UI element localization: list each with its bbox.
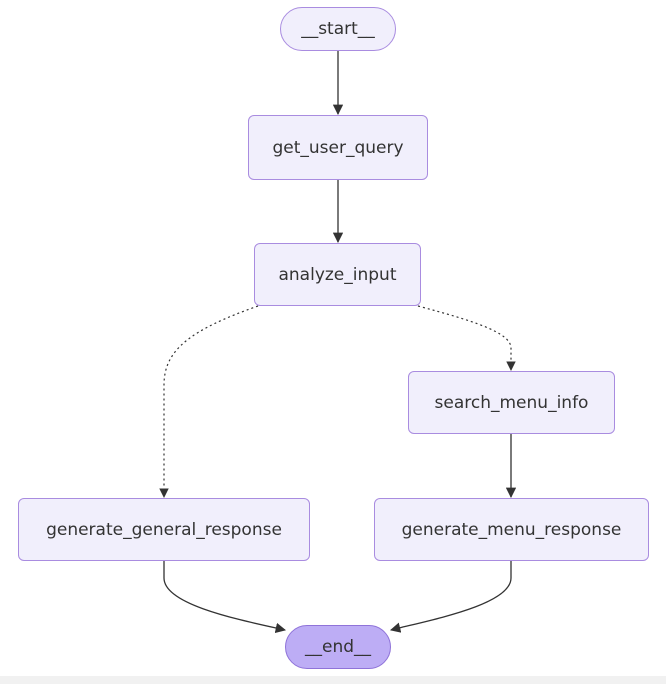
node-end[interactable]: __end__: [285, 625, 391, 669]
edge-generate-general-response-to-end: [163, 561, 287, 634]
node-generate-menu-response[interactable]: generate_menu_response: [374, 498, 649, 561]
node-start[interactable]: __start__: [280, 7, 396, 51]
bottom-strip: [0, 676, 666, 684]
node-get-user-query[interactable]: get_user_query: [248, 115, 428, 180]
node-search-menu-info-label: search_menu_info: [434, 392, 589, 413]
edge-analyze-input-to-search-menu-info: [417, 305, 516, 371]
node-generate-general-response-label: generate_general_response: [46, 519, 282, 540]
node-analyze-input[interactable]: analyze_input: [254, 243, 421, 306]
node-generate-menu-response-label: generate_menu_response: [401, 519, 622, 540]
edge-analyze-input-to-generate-general-response: [159, 305, 259, 498]
node-end-label: __end__: [304, 637, 372, 657]
edge-generate-menu-response-to-end: [389, 561, 512, 633]
node-analyze-input-label: analyze_input: [278, 264, 397, 285]
node-generate-general-response[interactable]: generate_general_response: [18, 498, 310, 561]
node-start-label: __start__: [301, 19, 375, 39]
node-search-menu-info[interactable]: search_menu_info: [408, 371, 615, 434]
node-get-user-query-label: get_user_query: [272, 137, 404, 158]
